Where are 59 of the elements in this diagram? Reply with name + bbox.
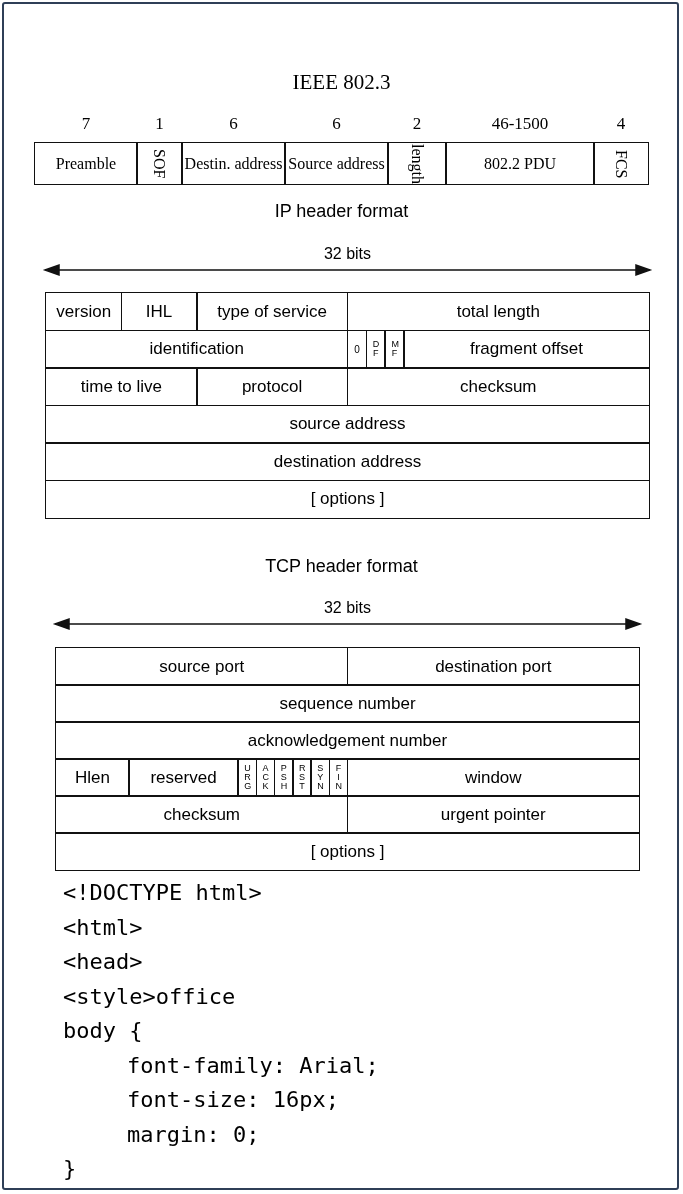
flag-label: FIN: [335, 764, 342, 791]
field-label: checksum: [460, 376, 537, 397]
field-label: [ options ]: [310, 841, 385, 862]
field-label: version: [56, 301, 112, 322]
frame-field: Destin. address: [181, 142, 286, 186]
field-label: checksum: [163, 804, 240, 825]
byte-count: 7: [80, 114, 92, 134]
field-label: Hlen: [74, 767, 110, 788]
width-label: 32 bits: [322, 599, 373, 617]
field-label: urgent pointer: [440, 804, 546, 825]
frame-field: SOF: [136, 142, 183, 186]
flag-label: MF: [391, 340, 398, 359]
flag-label: SYN: [317, 764, 324, 791]
frame-field: Source address: [284, 142, 389, 186]
code-line: font-size: 16px;: [127, 1087, 339, 1112]
section-heading: IP header format: [273, 201, 410, 222]
code-line: <!DOCTYPE html>: [63, 880, 262, 905]
section-heading: TCP header format: [264, 556, 419, 577]
field-label: acknowledgement number: [247, 730, 448, 751]
field-label: [ options ]: [310, 489, 385, 510]
byte-count: 46-1500: [490, 114, 550, 134]
code-line: }: [63, 1156, 77, 1181]
field-label: destination address: [273, 451, 422, 472]
field-label: total length: [456, 301, 540, 322]
byte-count: 4: [615, 114, 627, 134]
code-line: body {: [63, 1018, 143, 1043]
field-label: destination port: [435, 656, 552, 677]
field-label: window: [464, 767, 522, 788]
width-label: 32 bits: [322, 245, 373, 263]
frame-field: 802.2 PDU: [445, 142, 595, 186]
field-label: IHL: [145, 301, 173, 322]
code-line: margin: 0;: [127, 1121, 260, 1147]
heading: IEEE 802.3: [291, 70, 392, 95]
code-line: <head>: [63, 949, 143, 974]
flag-label: RST: [298, 764, 305, 791]
byte-count: 1: [154, 114, 165, 134]
code-line: font-family: Arial;: [127, 1052, 379, 1078]
field-label: source port: [159, 656, 245, 677]
flag-label: 0: [354, 343, 360, 355]
field-label: fragment offset: [469, 339, 584, 360]
field-label: sequence number: [279, 693, 416, 714]
field-label: identification: [149, 339, 244, 360]
flag-label: PSH: [280, 764, 287, 791]
field-label: protocol: [241, 376, 303, 397]
field-label: source address: [289, 414, 406, 435]
frame-field: length: [387, 142, 447, 186]
flag-label: URG: [244, 764, 251, 791]
frame-field: FCS: [593, 142, 649, 186]
code-line: <html>: [63, 914, 143, 940]
field-label: type of service: [217, 301, 327, 322]
byte-count: 6: [331, 114, 342, 134]
byte-count: 6: [228, 114, 239, 134]
code-line: <style>office: [63, 983, 236, 1009]
field-label: time to live: [80, 376, 162, 397]
byte-count: 2: [411, 114, 423, 134]
frame-field: Preamble: [34, 142, 138, 186]
flag-label: DF: [372, 340, 379, 359]
field-label: reserved: [150, 767, 217, 788]
flag-label: ACK: [262, 764, 269, 791]
